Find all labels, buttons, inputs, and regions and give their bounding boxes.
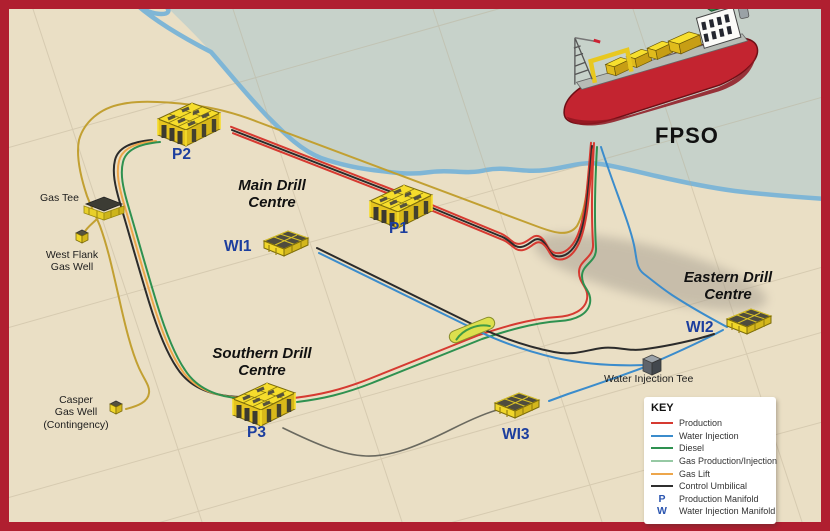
pipeline-crossing [448,316,496,344]
key-item: Control Umbilical [651,480,769,493]
main-drill-centre-label: Main Drill Centre [238,177,306,211]
key-item: P Production Manifold [651,493,769,506]
key-line-swatch [651,472,673,475]
wi1-label: WI1 [224,238,252,255]
key-item: Gas Production/Injection [651,455,777,468]
gas-line [77,100,592,410]
key-item-label: Production [679,418,723,429]
casper-gas-well-label: Casper Gas Well (Contingency) [43,394,109,431]
key-line-swatch [651,460,673,463]
water-injection-tee-structure [642,354,662,376]
west-flank-gas-well-label: West Flank Gas Well [45,249,99,274]
key-item: Water Injection [651,430,769,443]
fpso-ship [563,0,759,126]
water-injection-lines [318,146,728,402]
umbilical-p3-wi3 [282,408,502,457]
key-letter-symbol: P [658,492,666,505]
umbilical-wi1-wi2 [316,247,715,355]
water-injection-tee-label: Water Injection Tee [604,373,694,385]
key-item: Gas Lift [651,467,769,480]
manifold-wi3 [494,392,540,419]
west-flank-wellhead [75,229,89,244]
wi3-label: WI3 [502,426,530,443]
eastern-drill-centre-label: Eastern Drill Centre [683,269,773,303]
southern-drill-centre-label: Southern Drill Centre [212,345,312,379]
key-item-label: Gas Production/Injection [679,456,778,467]
west-bundle [112,139,249,400]
p3-label: P3 [247,424,266,441]
key-item-label: Gas Lift [679,468,711,479]
manifold-wi1 [263,230,309,257]
key-line-swatch [651,447,673,450]
manifold-p2 [158,103,220,146]
gas-tee-structure [83,196,125,221]
key-line-swatch [651,434,673,437]
key-item-label: Production Manifold [679,493,759,504]
gas-tee-label: Gas Tee [40,192,79,204]
key-item: Diesel [651,442,769,455]
key-letter-symbol: W [657,505,667,518]
gas-branch-west-flank [83,217,99,234]
key-item: Production [651,417,769,430]
key-line-swatch [651,422,673,425]
key-title: KEY [651,402,674,414]
p2-label: P2 [172,146,191,163]
key-item: W Water Injection Manifold [651,505,775,518]
key-line-swatch [651,485,673,488]
key-item-label: Diesel [679,443,705,454]
manifold-wi2 [726,308,772,335]
key-item-label: Water Injection [679,430,739,441]
fpso-label: FPSO [655,123,719,148]
southern-flowlines [293,142,598,403]
key-item-label: Control Umbilical [679,481,748,492]
wi2-label: WI2 [686,319,714,336]
production-bundle [230,125,594,261]
key-item-label: Water Injection Manifold [679,506,776,517]
p1-label: P1 [389,220,408,237]
